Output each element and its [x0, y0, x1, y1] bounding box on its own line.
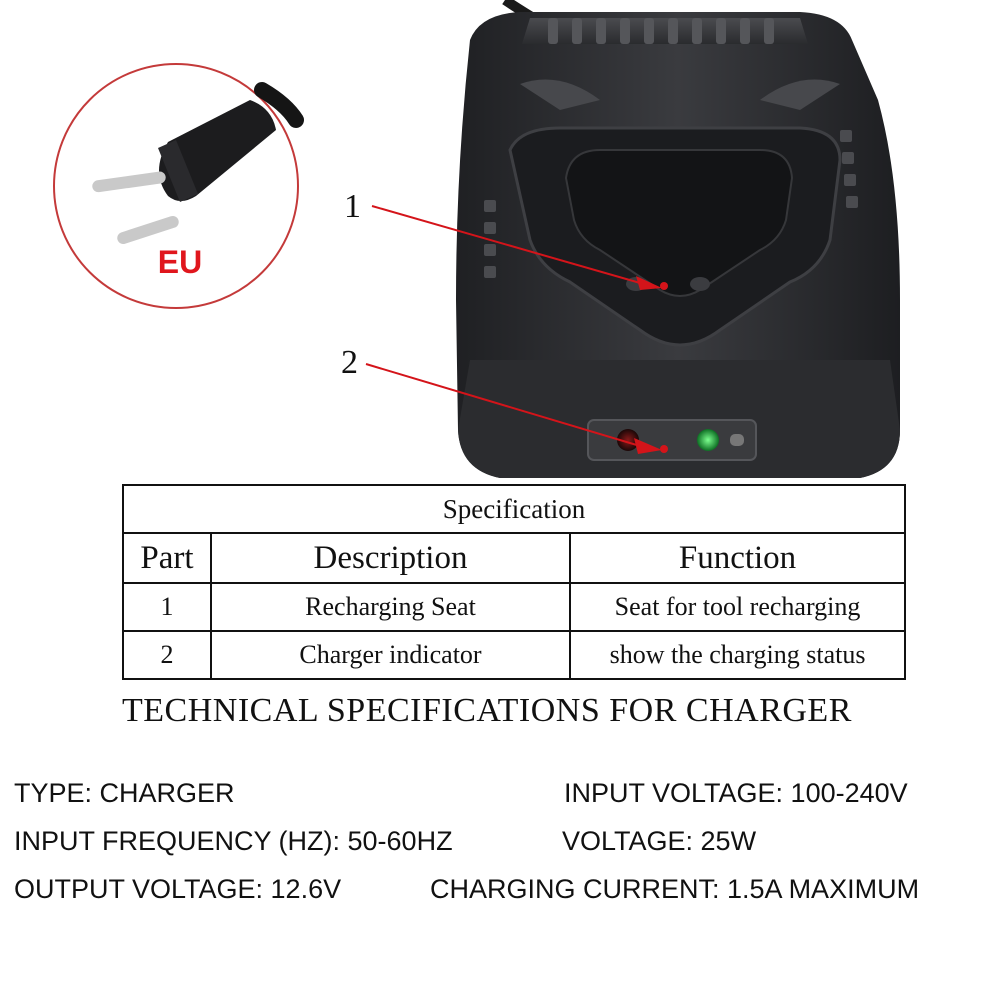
spec-charging-current: CHARGING CURRENT: 1.5A MAXIMUM	[430, 874, 920, 904]
column-header-description: Description	[210, 532, 571, 584]
table-cell-part: 1	[122, 582, 212, 632]
table-cell-function: show the charging status	[568, 630, 907, 680]
green-led-icon	[697, 429, 719, 451]
column-header-function: Function	[568, 532, 907, 584]
table-cell-description: Charger indicator	[210, 630, 571, 680]
callout-arrow-1	[371, 205, 668, 290]
vent-ribs	[548, 18, 774, 44]
plug-type-label: EU	[157, 244, 203, 280]
charger-photo	[53, 0, 900, 478]
eu-plug-icon	[92, 82, 304, 245]
technical-specifications-title: TECHNICAL SPECIFICATIONS FOR CHARGER	[122, 692, 852, 729]
spec-voltage: VOLTAGE: 25W	[562, 826, 757, 856]
specification-title: Specification	[121, 484, 907, 534]
callout-number-2: 2	[341, 344, 358, 381]
column-header-part: Part	[122, 532, 212, 584]
callout-arrow-2	[365, 363, 668, 454]
spec-output-voltage: OUTPUT VOLTAGE: 12.6V	[14, 874, 342, 904]
table-cell-part: 2	[122, 630, 212, 680]
spec-input-voltage: INPUT VOLTAGE: 100-240V	[564, 778, 908, 808]
spec-type: TYPE: CHARGER	[14, 778, 235, 808]
specification-table: Specification Part Description Function …	[121, 484, 907, 680]
eu-plug-inset	[53, 63, 304, 309]
spec-input-frequency: INPUT FREQUENCY (HZ): 50-60HZ	[14, 826, 453, 856]
table-cell-function: Seat for tool recharging	[568, 582, 907, 632]
table-row: 1 Recharging Seat Seat for tool rechargi…	[122, 582, 907, 632]
red-led-icon	[617, 429, 639, 451]
table-row: 2 Charger indicator show the charging st…	[122, 630, 907, 680]
table-cell-description: Recharging Seat	[210, 582, 571, 632]
charger-body	[456, 12, 900, 478]
callout-number-1: 1	[344, 188, 361, 225]
